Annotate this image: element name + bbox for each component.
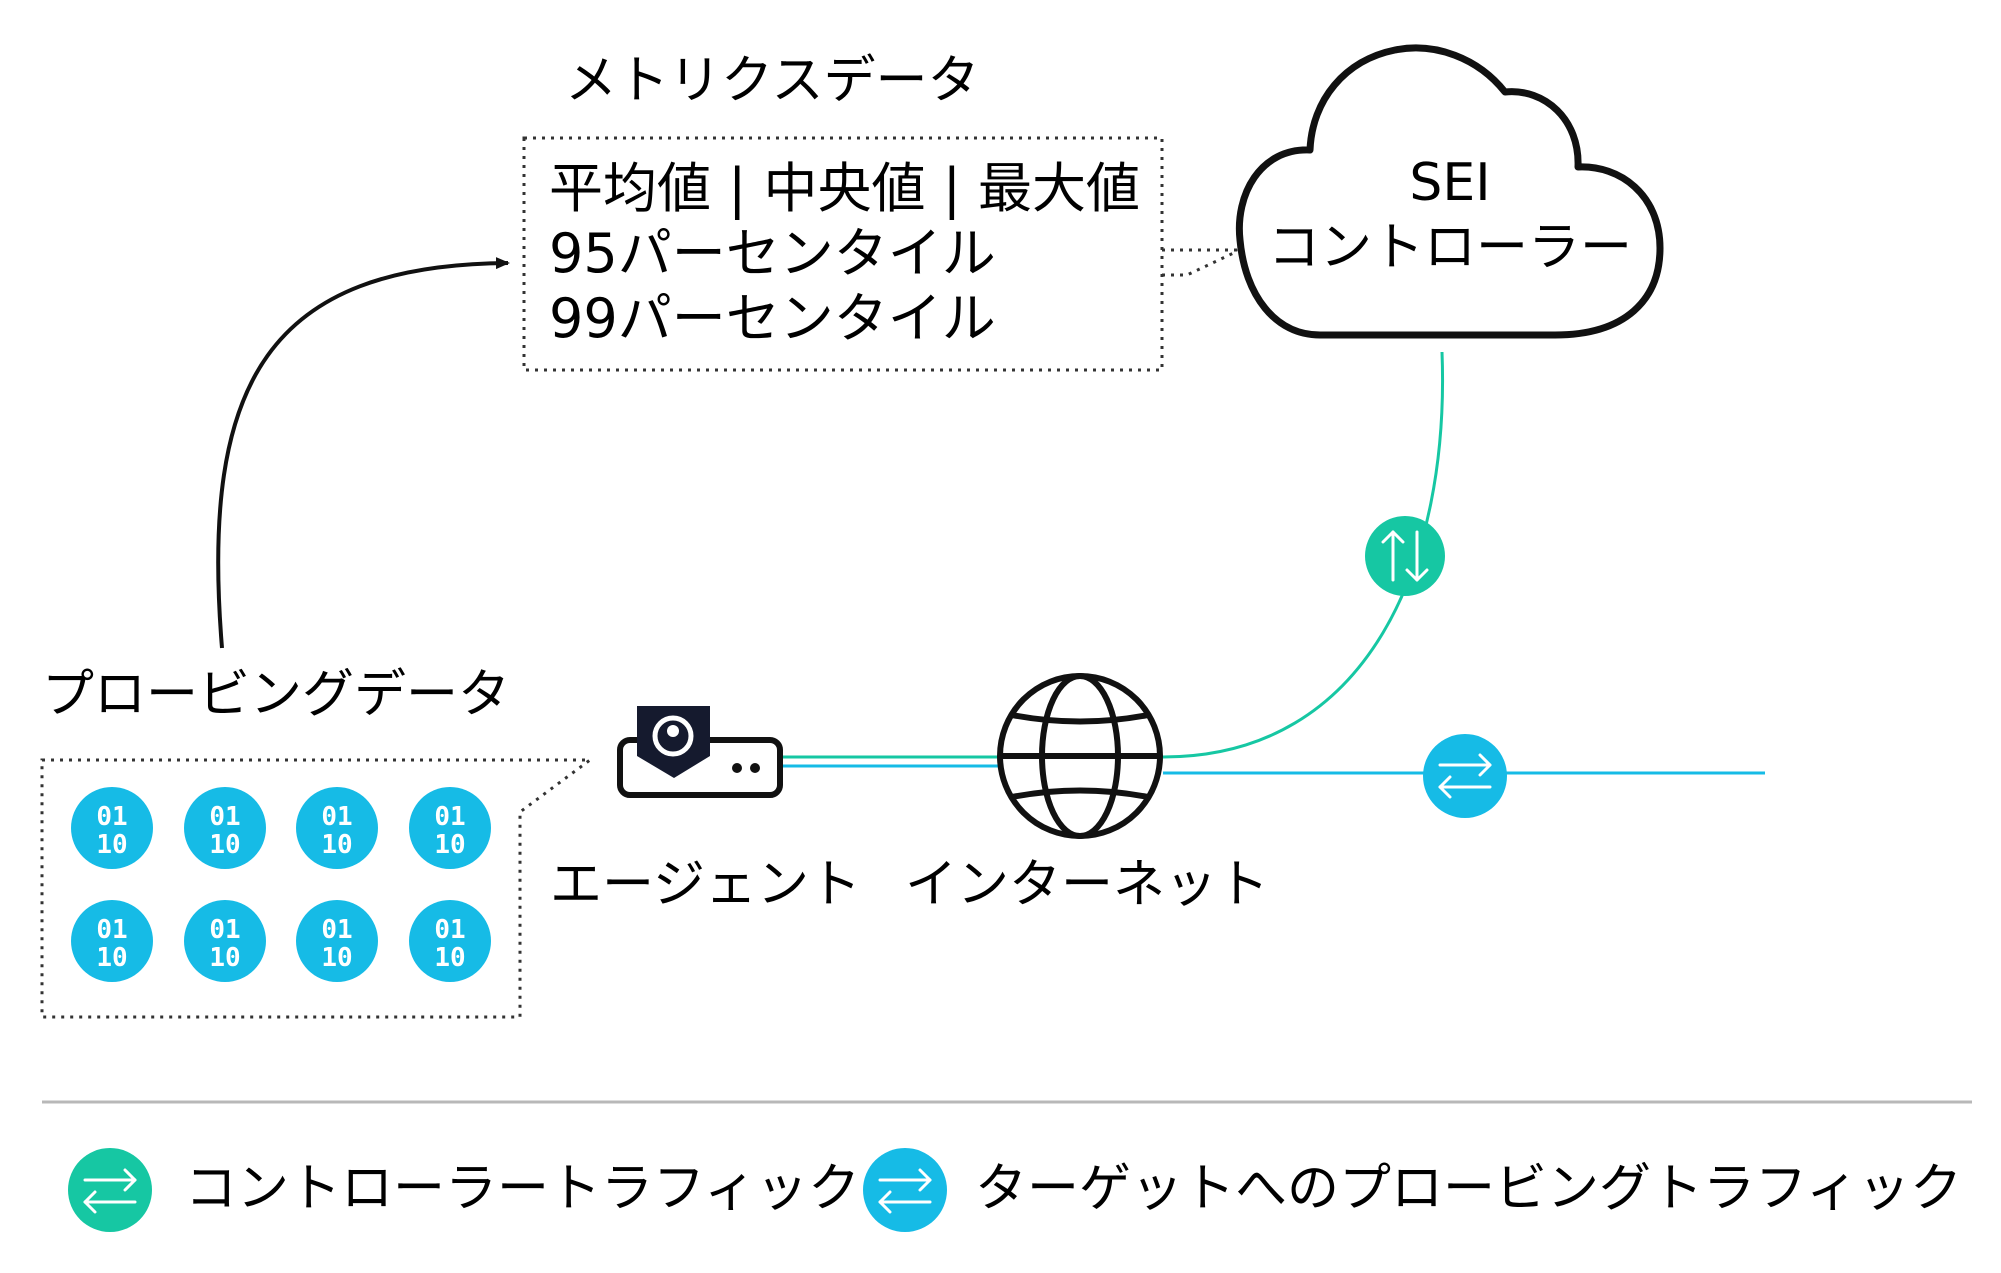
legend-controller-swatch (68, 1148, 152, 1232)
swap-arrows-icon (878, 1168, 932, 1214)
binary-digits: 01 (434, 802, 465, 832)
binary-digits: 01 (209, 915, 240, 945)
binary-digits: 10 (434, 943, 465, 973)
legend-probing-swatch (863, 1148, 947, 1232)
metrics-line-2: 95パーセンタイル (549, 222, 996, 285)
binary-digits: 01 (96, 802, 127, 832)
probing-title: プロービングデータ (42, 665, 510, 725)
swap-arrows-icon (1438, 753, 1492, 799)
swap-arrows-icon (1381, 530, 1429, 582)
agent-device-icon (617, 706, 783, 798)
internet-label: インターネット (905, 855, 1269, 915)
binary-digits: 01 (434, 915, 465, 945)
legend-controller-label: コントローラートラフィック (185, 1159, 860, 1219)
binary-digits: 10 (434, 830, 465, 860)
binary-digits: 01 (209, 802, 240, 832)
metrics-line-3: 99パーセンタイル (549, 287, 996, 350)
agent-label: エージェント (550, 855, 861, 915)
metrics-line-1: 平均値 | 中央値 | 最大値 (549, 157, 1140, 220)
globe-icon (997, 673, 1163, 839)
cloud-icon (1235, 44, 1664, 339)
binary-digits: 10 (321, 943, 352, 973)
swap-arrows-icon (83, 1168, 137, 1214)
binary-digits: 10 (321, 830, 352, 860)
binary-digits: 01 (321, 802, 352, 832)
controller-traffic-badge (1365, 516, 1445, 596)
probing-to-metrics-arrow (216, 257, 510, 649)
controller-line-2: コントローラー (1268, 218, 1632, 278)
controller-line-1: SEI (1409, 153, 1490, 213)
binary-digits: 10 (96, 943, 127, 973)
probing-data-box (40, 758, 595, 1019)
binary-digits: 10 (96, 830, 127, 860)
binary-digits: 10 (209, 830, 240, 860)
metrics-title: メトリクスデータ (565, 51, 979, 111)
metrics-callout-connector (1162, 248, 1241, 277)
metrics-box (522, 136, 1164, 372)
legend-probing-label: ターゲットへのプロービングトラフィック (975, 1159, 1962, 1219)
binary-digits: 01 (96, 915, 127, 945)
binary-digits: 10 (209, 943, 240, 973)
binary-digits: 01 (321, 915, 352, 945)
probing-traffic-badge (1423, 734, 1507, 818)
controller-traffic-line (1162, 351, 1445, 759)
